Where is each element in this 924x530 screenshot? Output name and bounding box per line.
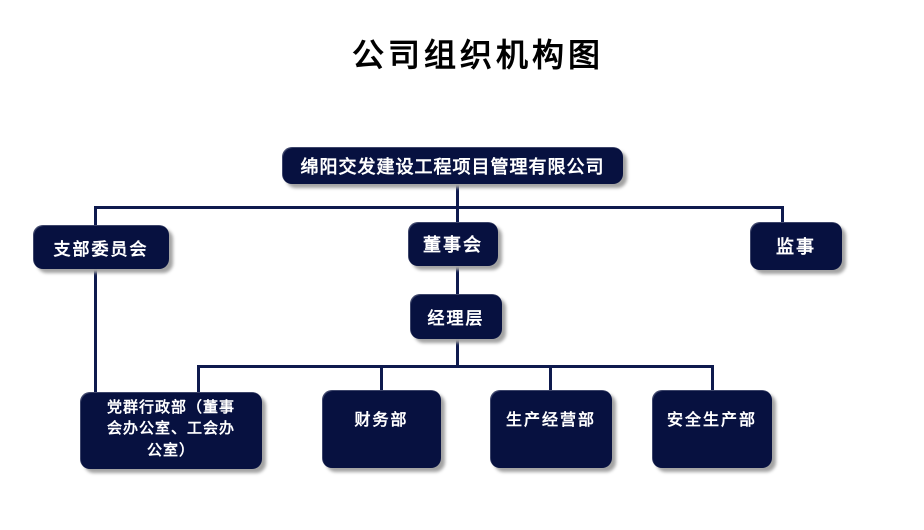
connector-production-ops-up bbox=[549, 365, 552, 391]
org-node-production-ops-label: 生产经营部 bbox=[505, 412, 596, 429]
org-node-branch-committee: 支部委员会 bbox=[33, 225, 169, 269]
connector-company-down bbox=[456, 183, 459, 209]
connector-board-management bbox=[456, 265, 459, 295]
connector-management-down bbox=[456, 338, 459, 367]
org-node-board-label: 董事会 bbox=[423, 235, 483, 255]
org-node-party-admin: 党群行政部（董事会办公室、工会办公室） bbox=[80, 392, 262, 469]
connector-board-up bbox=[456, 206, 459, 223]
connector-branch-committee-up bbox=[94, 206, 97, 226]
org-node-finance: 财务部 bbox=[322, 390, 441, 468]
org-node-board: 董事会 bbox=[408, 222, 498, 266]
org-node-supervisor-label: 监事 bbox=[776, 237, 816, 257]
org-node-safety: 安全生产部 bbox=[652, 390, 772, 468]
connector-party-admin-up bbox=[197, 365, 200, 393]
connector-safety-up bbox=[711, 365, 714, 391]
org-node-branch-committee-label: 支部委员会 bbox=[53, 239, 149, 259]
org-node-management: 经理层 bbox=[410, 294, 502, 339]
org-node-party-admin-label: 党群行政部（董事会办公室、工会办公室） bbox=[106, 400, 235, 459]
org-node-supervisor: 监事 bbox=[750, 222, 842, 270]
connector-branch-committee-party-admin bbox=[94, 268, 97, 393]
chart-title: 公司组织机构图 bbox=[352, 37, 605, 73]
connector-finance-up bbox=[380, 365, 383, 391]
org-node-safety-label: 安全生产部 bbox=[666, 412, 757, 429]
connector-level2-horizontal bbox=[94, 206, 784, 209]
org-node-management-label: 经理层 bbox=[427, 309, 485, 328]
org-node-finance-label: 财务部 bbox=[354, 412, 409, 429]
connector-level4-horizontal bbox=[197, 365, 714, 368]
org-node-company-label: 绵阳交发建设工程项目管理有限公司 bbox=[300, 156, 605, 177]
connector-supervisor-up bbox=[781, 206, 784, 223]
org-node-production-ops: 生产经营部 bbox=[490, 390, 612, 468]
org-node-company: 绵阳交发建设工程项目管理有限公司 bbox=[282, 147, 623, 184]
